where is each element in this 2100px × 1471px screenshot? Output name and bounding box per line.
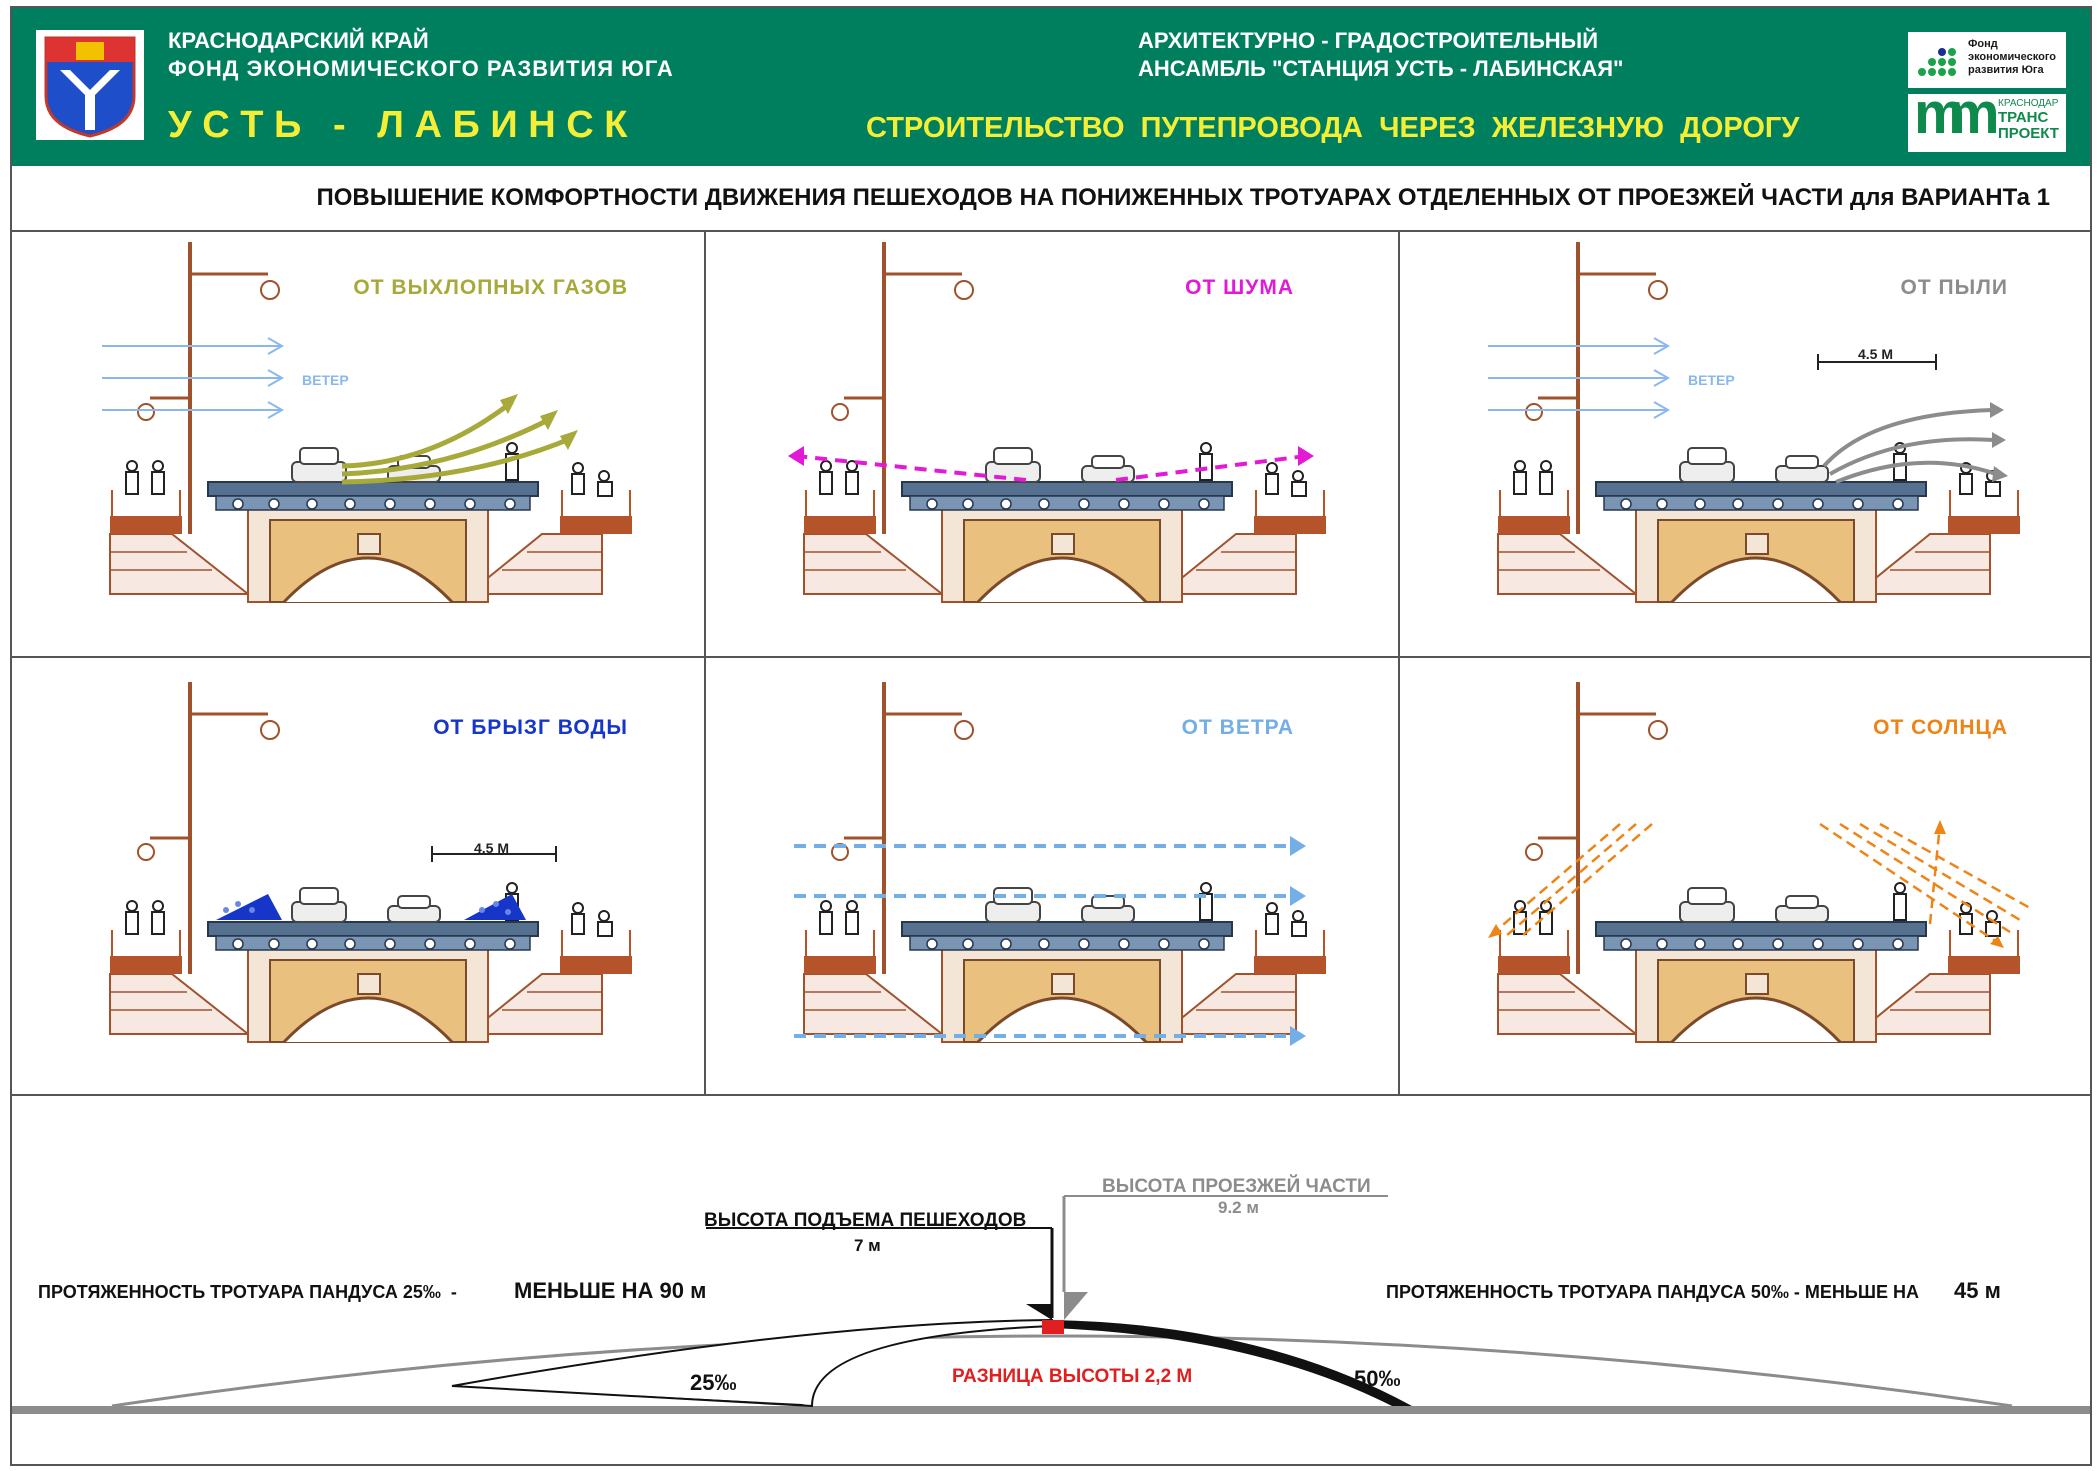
wind-arrows — [794, 844, 1296, 1038]
splash-spray — [216, 894, 526, 920]
panel-water: ОТ БРЫЗГ ВОДЫ 4.5 М — [12, 674, 704, 1110]
grid-divider — [1398, 232, 1400, 1096]
fund-logo-line2: экономического — [1968, 51, 2056, 63]
fund-logo-icon — [1918, 48, 1956, 76]
transproekt-logo: m m КРАСНОДАР ТРАНС ПРОЕКТ — [1908, 81, 2066, 152]
wind-label: ВЕТЕР — [302, 372, 349, 388]
bridge-exhaust-diagram — [102, 240, 634, 604]
longitudinal-profile — [12, 1195, 2090, 1414]
project-title: СТРОИТЕЛЬСТВО ПУТЕПРОВОДА ЧЕРЕЗ ЖЕЛЕЗНУЮ… — [866, 112, 1800, 144]
header-banner — [12, 8, 2090, 166]
region-text: КРАСНОДАРСКИЙ КРАЙ — [168, 28, 429, 53]
wind-label: ВЕТЕР — [1688, 372, 1735, 388]
ensemble-line1: АРХИТЕКТУРНО - ГРАДОСТРОИТЕЛЬНЫЙ — [1138, 28, 1599, 53]
transproekt-line2: ПРОЕКТ — [1998, 125, 2059, 142]
ground-line — [12, 1406, 2090, 1414]
road-height-value: 9.2 м — [1218, 1198, 1259, 1217]
left-ramp-length: ПРОТЯЖЕННОСТЬ ТРОТУАРА ПАНДУСА 25‰ - — [38, 1282, 457, 1302]
subtitle-text: ПОВЫШЕНИЕ КОМФОРТНОСТИ ДВИЖЕНИЯ ПЕШЕХОДО… — [316, 184, 2051, 211]
ensemble-line2: АНСАМБЛЬ "СТАНЦИЯ УСТЬ - ЛАБИНСКАЯ" — [1138, 56, 1624, 81]
road-height-label: ВЫСОТА ПРОЕЗЖЕЙ ЧАСТИ — [1102, 1176, 1371, 1197]
noise-arrows — [795, 454, 1307, 482]
fund-logo-line1: Фонд — [1968, 38, 1998, 50]
panel-dust: ОТ ПЫЛИ ВЕТЕР 4.5 М — [1400, 234, 2092, 670]
bridge-water-diagram — [108, 680, 634, 1044]
dimension-line — [1817, 354, 1937, 370]
panel-title: ОТ СОЛНЦА — [1873, 716, 2008, 739]
ped-height-value: 7 м — [854, 1236, 881, 1255]
dimension-label: 4.5 М — [474, 840, 510, 856]
transproekt-mark-icon-2: m — [1948, 81, 2000, 146]
wind-arrows — [102, 337, 285, 419]
bridge-dust-diagram — [1488, 240, 2022, 604]
panel-title: ОТ ПЫЛИ — [1900, 276, 2008, 299]
fund-logo: Фонд экономического развития Юга — [1908, 32, 2066, 88]
ped-height-label: ВЫСОТА ПОДЪЕМА ПЕШЕХОДОВ — [704, 1210, 1027, 1231]
ramp-25 — [451, 1318, 1053, 1408]
transproekt-mark-icon: m — [1914, 81, 1966, 146]
grid-divider — [704, 232, 706, 1096]
road-profile — [111, 1334, 2013, 1408]
left-ramp-shorter: МЕНЬШЕ НА 90 м — [514, 1278, 707, 1303]
slope-50-label: 50‰ — [1354, 1366, 1401, 1391]
dimension-label: 4.5 М — [1858, 346, 1894, 362]
dimension-line — [431, 846, 557, 862]
exhaust-arrows — [341, 400, 573, 485]
sheet-frame — [10, 6, 2092, 1466]
panel-title: ОТ ВЕТРА — [1181, 716, 1294, 739]
panel-title: ОТ ВЫХЛОПНЫХ ГАЗОВ — [353, 276, 628, 299]
grid-divider — [12, 1094, 2090, 1096]
ramp-50 — [1052, 1320, 1412, 1406]
panel-title: ОТ БРЫЗГ ВОДЫ — [433, 716, 628, 739]
panel-title: ОТ ШУМА — [1185, 276, 1294, 299]
right-ramp-length: ПРОТЯЖЕННОСТЬ ТРОТУАРА ПАНДУСА 50‰ - МЕН… — [1386, 1282, 1919, 1302]
bridge-noise-diagram — [788, 240, 1328, 604]
bridge-sun-diagram — [1488, 680, 2031, 1044]
height-difference-label: РАЗНИЦА ВЫСОТЫ 2,2 М — [952, 1366, 1193, 1387]
fund-text: ФОНД ЭКОНОМИЧЕСКОГО РАЗВИТИЯ ЮГА — [168, 56, 674, 81]
city-title: У С Т Ь - Л А Б И Н С К — [168, 104, 628, 146]
dust-arrows — [1822, 408, 1997, 484]
right-ramp-shorter: 45 м — [1954, 1278, 2001, 1303]
fund-logo-line3: развития Юга — [1968, 64, 2044, 76]
panel-noise: ОТ ШУМА — [706, 234, 1398, 670]
sun-rays — [1489, 822, 2031, 946]
height-difference-marker — [1042, 1320, 1064, 1334]
bridge-wind-diagram — [794, 680, 1328, 1046]
transproekt-line1: ТРАНС — [1998, 109, 2049, 126]
wind-arrows — [1488, 337, 1671, 419]
subtitle-bar: ПОВЫШЕНИЕ КОМФОРТНОСТИ ДВИЖЕНИЯ ПЕШЕХОДО… — [12, 168, 2090, 232]
panel-exhaust: ОТ ВЫХЛОПНЫХ ГАЗОВ ВЕТЕР — [12, 234, 704, 670]
transproekt-city: КРАСНОДАР — [1998, 98, 2059, 109]
grid-divider — [12, 656, 2090, 658]
coat-of-arms-icon — [36, 30, 144, 140]
panel-sun: ОТ СОЛНЦА — [1400, 674, 2092, 1110]
slope-25-label: 25‰ — [690, 1370, 737, 1395]
panel-wind: ОТ ВЕТРА — [706, 674, 1398, 1110]
